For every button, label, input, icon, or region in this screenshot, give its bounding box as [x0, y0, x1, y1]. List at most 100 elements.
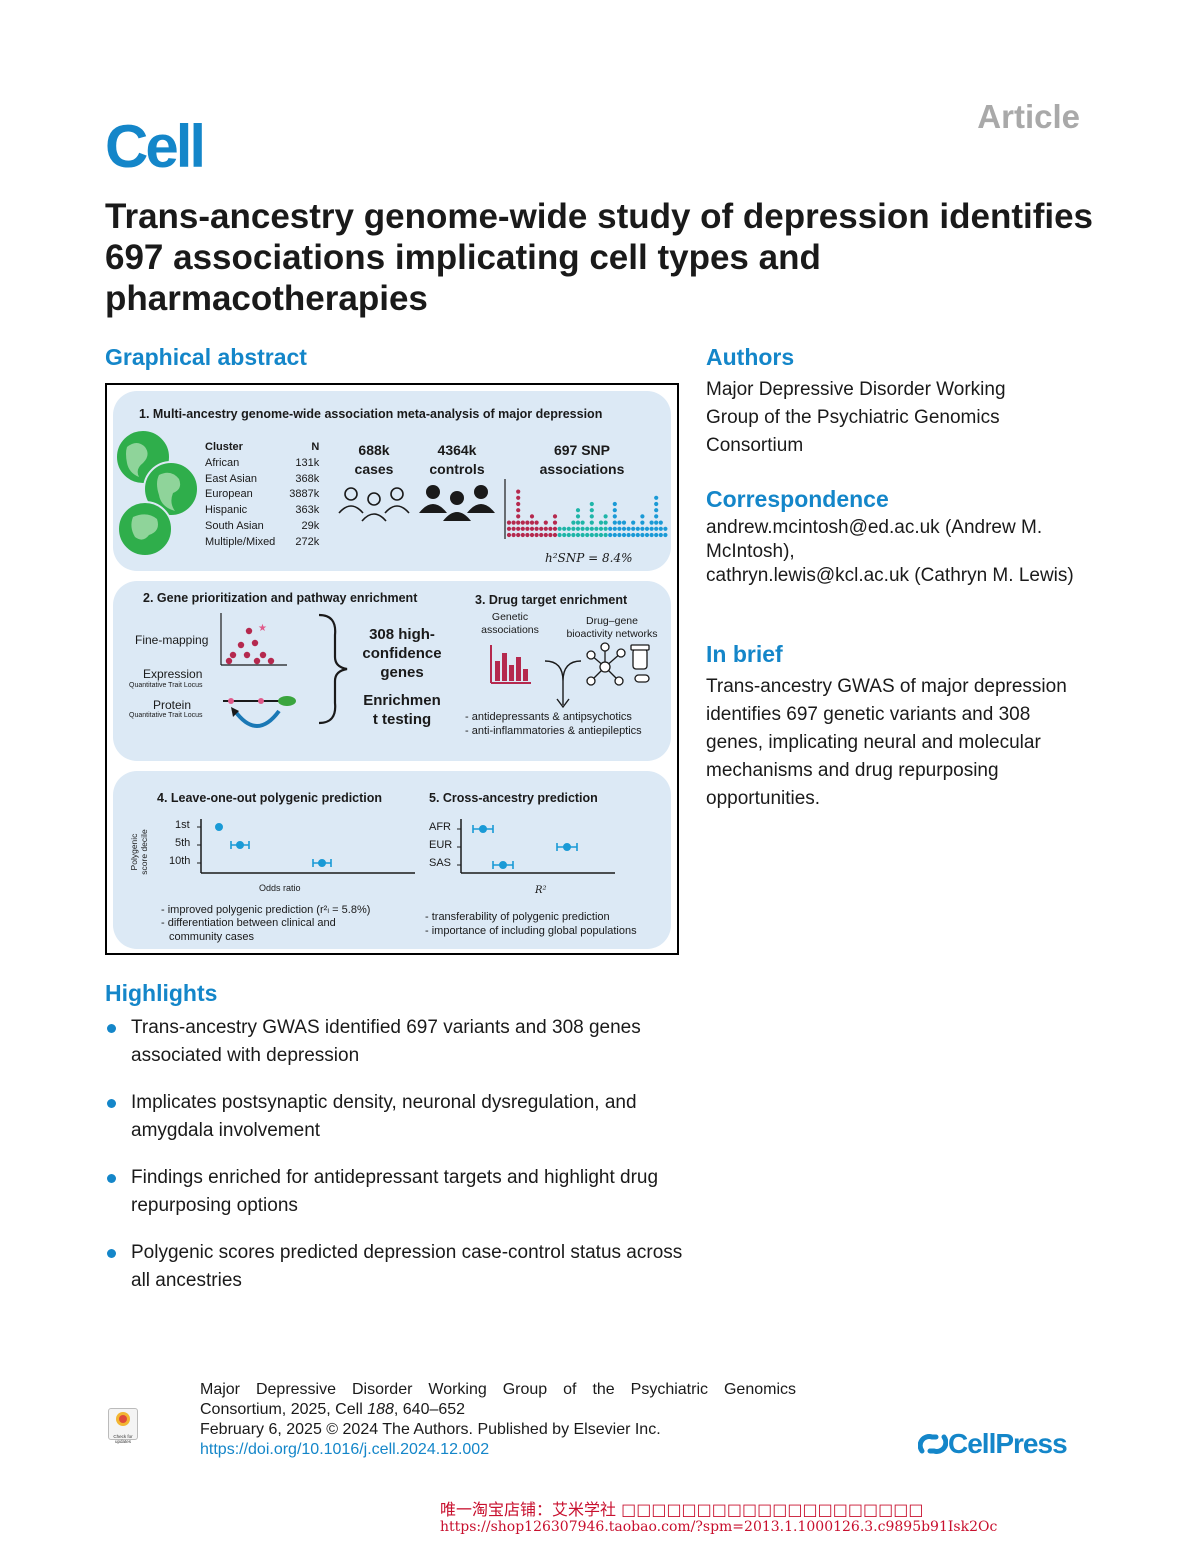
correspondence-email-1[interactable]: andrew.mcintosh@ed.ac.uk (Andrew M. McIn…	[706, 517, 1043, 562]
manhattan-dot	[654, 508, 659, 513]
manhattan-dot	[552, 532, 558, 538]
controls-people-icon	[419, 485, 495, 521]
panel-polygenic-prediction: 4. Leave-one-out polygenic prediction Po…	[113, 771, 671, 949]
manhattan-dot	[516, 495, 521, 500]
manhattan-dot	[631, 520, 636, 525]
manhattan-dot	[598, 520, 604, 525]
cases-count: 688k cases	[354, 442, 394, 477]
manhattan-dot	[534, 526, 539, 531]
controls-count: 4364k controls	[429, 442, 485, 477]
manhattan-dot	[506, 532, 512, 538]
citation-block: Major Depressive Disorder Working Group …	[200, 1380, 796, 1460]
manhattan-dot	[640, 532, 645, 538]
manhattan-dot	[654, 526, 659, 531]
manhattan-dot	[585, 532, 590, 538]
manhattan-dot	[598, 526, 604, 531]
polygenic-bullet-2: - differentiation between clinical and	[161, 917, 336, 929]
cluster-col-header: Cluster	[205, 441, 243, 453]
manhattan-dot	[649, 532, 654, 538]
manhattan-dot	[529, 520, 535, 525]
manhattan-plot	[504, 479, 668, 539]
cross-ancestry-r2-plot	[457, 819, 615, 874]
manhattan-dot	[520, 532, 525, 538]
manhattan-dot	[539, 526, 544, 531]
cellpress-logo: CellPress	[917, 1428, 1068, 1460]
manhattan-dot	[608, 526, 613, 531]
cellpress-icon	[917, 1434, 949, 1454]
manhattan-dot	[626, 532, 631, 538]
citation-line-2: Consortium, 2025, Cell 188, 640–652	[200, 1401, 466, 1418]
manhattan-dot	[557, 526, 562, 531]
polygenic-score-decile-label: Polygenic score decile	[129, 829, 149, 875]
article-title: Trans-ancestry genome-wide study of depr…	[105, 197, 1094, 318]
manhattan-dot	[644, 532, 650, 538]
manhattan-dot	[640, 514, 645, 519]
manhattan-dot	[511, 532, 516, 538]
decile-tick-1st: 1st	[175, 819, 190, 831]
manhattan-dot	[621, 526, 627, 531]
correspondence-heading: Correspondence	[706, 486, 889, 512]
manhattan-dot	[506, 526, 512, 531]
manhattan-dot	[529, 514, 535, 519]
manhattan-dot	[525, 532, 530, 538]
manhattan-dot	[557, 532, 562, 538]
manhattan-dot	[631, 532, 636, 538]
bullet-icon	[107, 1024, 116, 1033]
manhattan-dot	[589, 501, 594, 507]
highlight-item: Implicates postsynaptic density, neurona…	[105, 1089, 695, 1145]
highlight-item: Trans-ancestry GWAS identified 697 varia…	[105, 1014, 695, 1070]
manhattan-dot	[520, 520, 525, 525]
check-for-updates-badge[interactable]: Check for updates	[108, 1408, 138, 1444]
manhattan-dot	[516, 526, 521, 531]
high-confidence-genes: 308 high- confidence genes	[362, 626, 442, 681]
manhattan-dot	[589, 526, 594, 531]
manhattan-dot	[663, 532, 668, 538]
manhattan-dot	[654, 514, 659, 519]
manhattan-dot	[548, 526, 553, 531]
manhattan-dot	[654, 495, 659, 500]
manhattan-dot	[612, 501, 617, 507]
manhattan-dot	[631, 526, 636, 531]
expression-label: Expression	[143, 667, 203, 681]
manhattan-dot	[617, 526, 622, 531]
manhattan-dot	[654, 520, 659, 525]
in-brief-heading: In brief	[706, 641, 783, 667]
protein-label: Protein	[153, 698, 192, 712]
manhattan-dot	[589, 508, 594, 513]
manhattan-dot	[543, 532, 548, 538]
manhattan-dot	[612, 514, 617, 519]
manhattan-dot	[603, 514, 608, 519]
manhattan-dot	[580, 532, 585, 538]
manhattan-dot	[516, 489, 521, 494]
watermark-line-1: 唯一淘宝店铺：艾米学社 □□□□□□□□□□□□□□□□□□□□	[440, 1500, 924, 1519]
journal-logo: Cell	[105, 113, 206, 180]
manhattan-dot	[594, 526, 599, 531]
manhattan-dot	[621, 520, 627, 525]
correspondence-email-2[interactable]: cathryn.lewis@kcl.ac.uk (Cathryn M. Lewi…	[706, 565, 1074, 586]
manhattan-dot	[525, 526, 530, 531]
watermark-line-2: https://shop126307946.taobao.com/?spm=20…	[440, 1519, 998, 1535]
manhattan-dot	[552, 526, 558, 531]
manhattan-dot	[585, 526, 590, 531]
enrichment-testing: Enrichmen t testing	[363, 692, 441, 728]
doi-link[interactable]: https://doi.org/10.1016/j.cell.2024.12.0…	[200, 1441, 490, 1458]
polygenic-bullet-1: - improved polygenic prediction (r²ₗ = 5…	[161, 904, 371, 916]
highlights-heading: Highlights	[105, 980, 218, 1006]
manhattan-dot	[635, 532, 640, 538]
fine-mapping-label: Fine-mapping	[135, 633, 209, 647]
manhattan-dot	[617, 520, 622, 525]
fine-mapping-plot: ★	[220, 613, 287, 666]
manhattan-dot	[516, 514, 521, 519]
manhattan-dot	[516, 520, 521, 525]
correspondence-text: andrew.mcintosh@ed.ac.uk (Andrew M. McIn…	[706, 516, 1086, 588]
drug-target-bullet-2: - anti-inflammatories & antiepileptics	[465, 725, 642, 737]
manhattan-dot	[539, 532, 544, 538]
manhattan-dot	[575, 520, 581, 525]
manhattan-dot	[529, 526, 535, 531]
panel4-title: 4. Leave-one-out polygenic prediction	[157, 791, 383, 805]
globe-icons	[115, 429, 199, 557]
manhattan-dot	[589, 514, 594, 519]
